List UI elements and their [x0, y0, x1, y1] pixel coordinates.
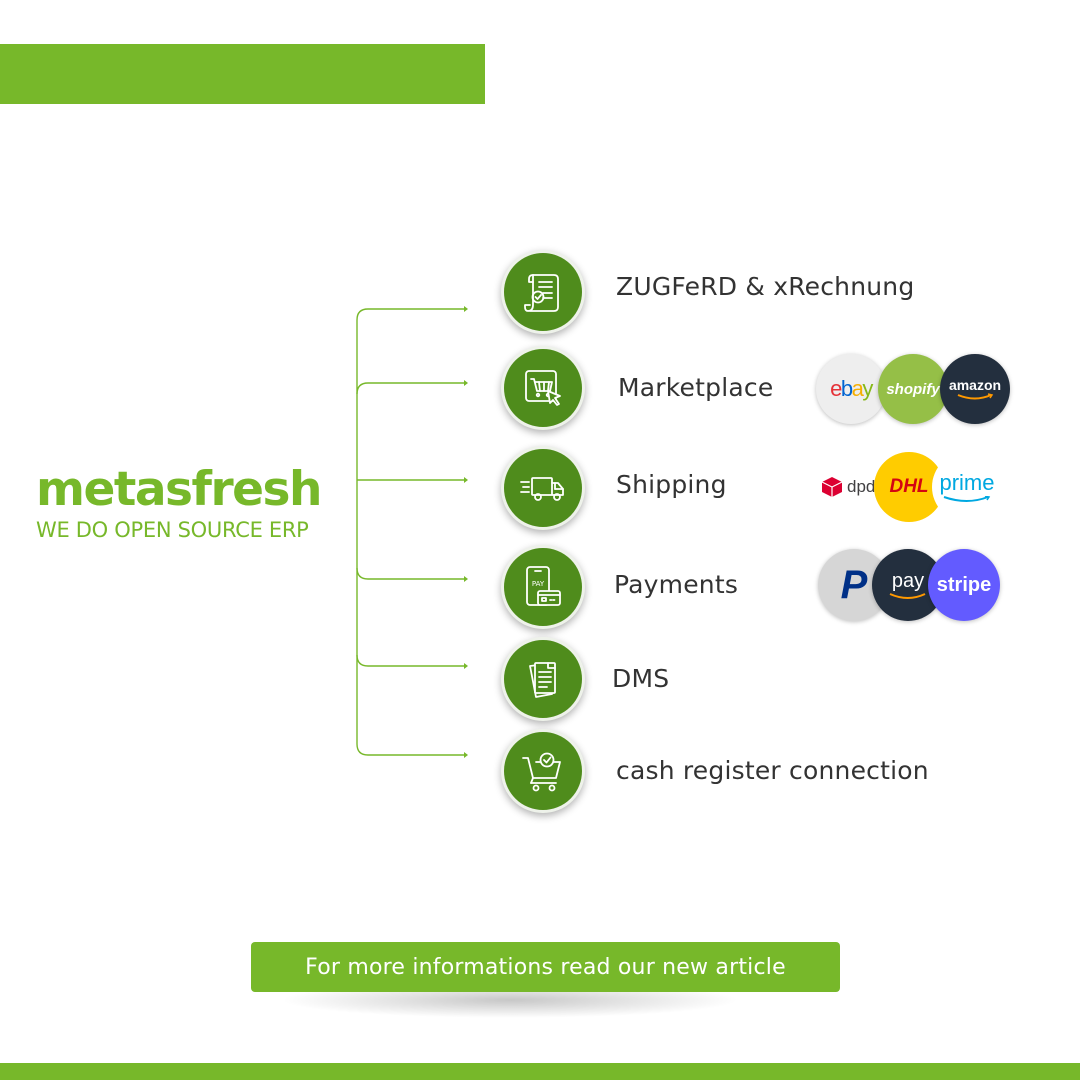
brand-name: metasfresh	[36, 462, 322, 517]
dhl-logo: DHL	[874, 452, 944, 522]
documents-icon	[501, 637, 585, 721]
feature-label-marketplace: Marketplace	[618, 373, 774, 402]
invoice-scroll-icon	[501, 250, 585, 334]
feature-label-shipping: Shipping	[616, 470, 727, 499]
feature-label-zugferd: ZUGFeRD & xRechnung	[616, 272, 915, 301]
feature-label-cash-register: cash register connection	[616, 756, 929, 785]
dpd-logo: dpd	[814, 452, 884, 522]
delivery-truck-icon	[501, 446, 585, 530]
read-article-button[interactable]: For more informations read our new artic…	[251, 942, 840, 992]
feature-label-dms: DMS	[612, 664, 670, 693]
cart-check-icon	[501, 729, 585, 813]
phone-payment-card-icon: PAY	[501, 545, 585, 629]
top-accent-bar	[0, 44, 485, 104]
svg-text:PAY: PAY	[532, 580, 545, 588]
bottom-accent-bar	[0, 1063, 1080, 1080]
shopping-cart-cursor-icon	[501, 346, 585, 430]
feature-label-payments: Payments	[614, 570, 739, 599]
brand-tagline: WE DO OPEN SOURCE ERP	[36, 518, 309, 542]
shopify-logo: shopify	[878, 354, 948, 424]
brand-logo: metasfresh WE DO OPEN SOURCE ERP	[36, 462, 336, 542]
amazon-prime-logo: prime	[932, 452, 1002, 522]
stripe-logo: stripe	[928, 549, 1000, 621]
amazon-logo: amazon	[940, 354, 1010, 424]
